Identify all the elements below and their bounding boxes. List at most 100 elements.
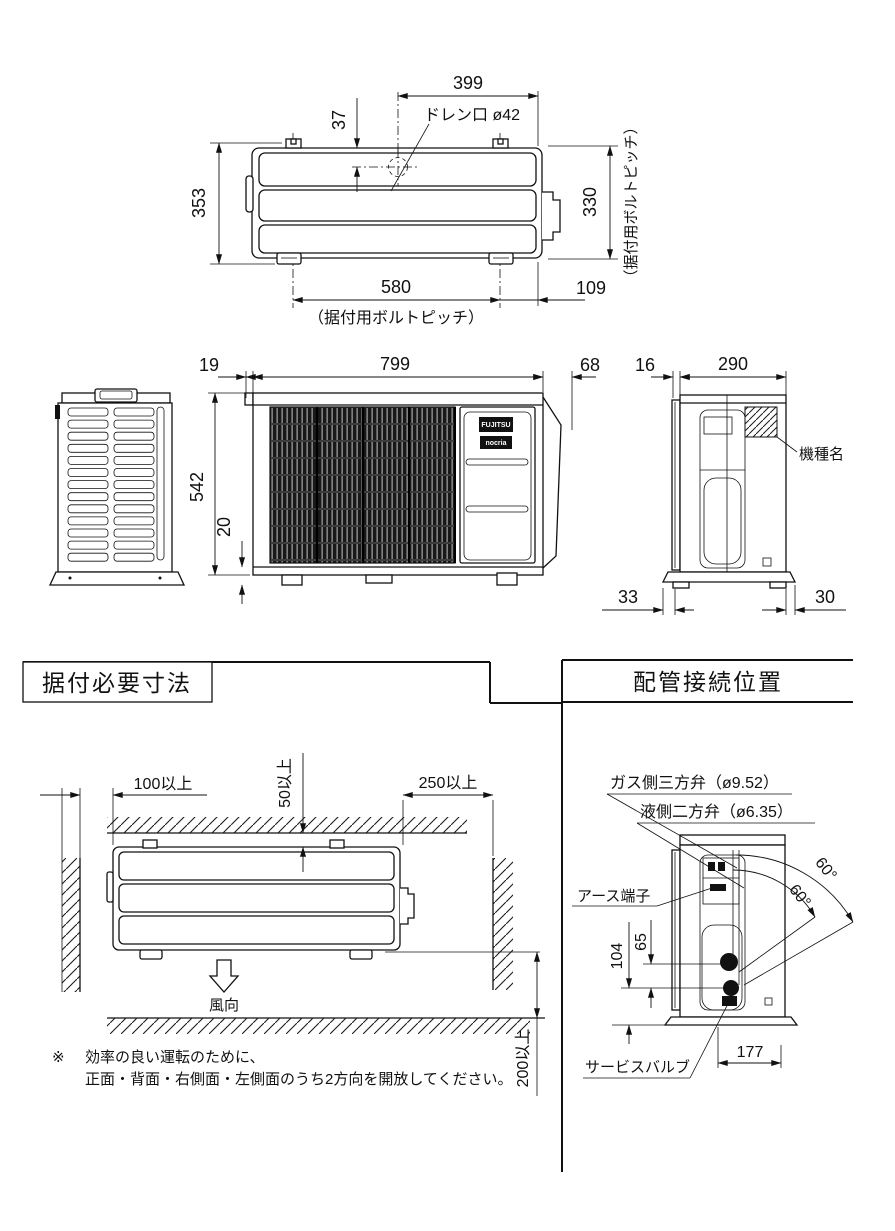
dim-250min: 250以上 — [419, 774, 478, 792]
dim-20: 20 — [214, 517, 234, 537]
side-view-right: 機種名 — [661, 394, 844, 589]
service-valve-label: サービスバルブ — [585, 1058, 690, 1076]
note-line2: 正面・背面・右側面・左側面のうち2方向を開放してください。 — [85, 1071, 512, 1088]
outer-swing-arc — [735, 854, 854, 923]
right-section-title: 配管接続位置 — [633, 669, 783, 695]
dim-30: 30 — [815, 587, 835, 607]
model-name-plate — [744, 406, 778, 438]
dim-104: 104 — [609, 943, 626, 970]
valve-recess — [703, 477, 742, 565]
front-view: FUJITSU nocria — [244, 392, 562, 586]
clearance-diagram: 風向 100以上 50以上 250以上 200以上 ※ 効率の良い運転のために、… — [40, 753, 545, 1096]
top-view-body — [245, 138, 561, 265]
earth-terminal-leader — [656, 887, 713, 907]
side-view-left — [48, 388, 186, 586]
brand-badge-bottom — [480, 436, 512, 449]
dim-799: 799 — [380, 354, 410, 374]
wind-direction: 風向 — [208, 959, 240, 1014]
base-plate — [48, 571, 186, 586]
section-headers: 据付必要寸法 配管接続位置 — [22, 659, 853, 1172]
drain-port — [352, 123, 430, 192]
drain-leader-line — [390, 123, 430, 192]
piping-unit-side-view — [663, 834, 799, 1026]
base-plate — [663, 1016, 799, 1026]
front-foot — [281, 574, 303, 586]
back-grille-edge — [671, 399, 681, 571]
bolt-pitch-note-right: （据付用ボルトピッチ） — [623, 119, 640, 284]
valve-cover-protrusion — [542, 191, 561, 241]
wall-top — [107, 817, 467, 833]
gas-valve-label: ガス側三方弁（ø9.52） — [610, 774, 779, 792]
foot — [276, 252, 302, 265]
terminal-cover — [703, 416, 733, 435]
handle-tab — [245, 175, 254, 213]
efficiency-note: ※ 効率の良い運転のために、 正面・背面・右側面・左側面のうち2方向を開放してく… — [52, 1049, 512, 1088]
terminal-block — [702, 857, 740, 905]
side-panel-edge — [542, 396, 562, 569]
foot — [769, 581, 787, 589]
valve-recess — [701, 924, 743, 1011]
dim-200min: 200以上 — [514, 1029, 532, 1088]
pipe-cover-recess — [699, 409, 746, 569]
gas-valve — [720, 953, 738, 971]
drain-fitting — [365, 574, 393, 584]
drain-label: ドレン口 ø42 — [424, 107, 520, 124]
top-view-dimensions: 399 37 353 330 （据付用ボルトピッチ） 580 （据付用ボルトピッ… — [189, 73, 640, 327]
piping-dimensions: 65 104 177 — [609, 920, 782, 1068]
louver-slots — [67, 407, 155, 562]
earth-terminal-label: アース端子 — [577, 888, 650, 905]
top-plan-view: ドレン口 ø42 399 37 353 330 （据付用ボルトピッチ） 580 … — [189, 73, 640, 327]
note-line1: 効率の良い運転のために、 — [85, 1049, 265, 1066]
model-name-label: 機種名 — [799, 446, 844, 463]
gas-valve-leader — [606, 793, 738, 869]
dim-177: 177 — [737, 1044, 764, 1061]
piping-labels: ガス側三方弁（ø9.52） 液側二方弁（ø6.35） アース端子 サービスバルブ — [572, 774, 815, 1079]
dim-399: 399 — [453, 73, 483, 93]
foot — [672, 581, 690, 589]
dim-16: 16 — [635, 355, 655, 375]
dim-580: 580 — [381, 277, 411, 297]
dim-50min: 50以上 — [276, 758, 294, 808]
clearance-unit-top-view — [106, 839, 415, 960]
liquid-valve-label: 液側二方弁（ø6.35） — [640, 803, 793, 821]
wall-bottom — [107, 1018, 530, 1034]
dim-60-outer: 60° — [811, 854, 839, 884]
service-valve-leader — [689, 991, 735, 1079]
base-plate — [661, 571, 797, 583]
dim-33: 33 — [618, 587, 638, 607]
dim-37: 37 — [329, 110, 349, 130]
brand-badge-top — [479, 417, 513, 432]
inner-swing-arc — [732, 869, 816, 918]
dim-109: 109 — [576, 278, 606, 298]
wind-label: 風向 — [209, 997, 239, 1014]
brand-top-label: FUJITSU — [481, 422, 510, 429]
note-mark: ※ — [52, 1049, 65, 1066]
dim-290: 290 — [718, 354, 748, 374]
grille-columns — [316, 407, 456, 563]
model-name-leader — [776, 436, 798, 453]
dim-330: 330 — [580, 187, 600, 217]
dim-60-inner: 60° — [785, 881, 813, 911]
front-foot — [496, 572, 518, 586]
dim-68: 68 — [580, 355, 600, 375]
middle-row-dimensions: 19 799 68 16 290 542 20 33 30 — [187, 354, 846, 615]
dim-100min: 100以上 — [134, 775, 193, 793]
dim-542: 542 — [187, 472, 207, 502]
left-section-title: 据付必要寸法 — [42, 670, 192, 696]
brand-bottom-label: nocria — [485, 440, 506, 447]
left-section-title-box — [22, 661, 213, 703]
side-clip — [55, 405, 60, 419]
wall-left — [62, 858, 80, 992]
dim-65: 65 — [633, 933, 650, 951]
liquid-valve-leader — [636, 822, 745, 889]
dim-353: 353 — [189, 188, 209, 218]
bolt-pitch-note-bottom: （据付用ボルトピッチ） — [308, 309, 484, 327]
clearance-dimensions: 100以上 50以上 250以上 200以上 — [40, 753, 541, 1096]
wind-arrow — [208, 959, 240, 993]
dim-19: 19 — [199, 355, 219, 375]
wall-right — [493, 858, 513, 990]
piping-diagram: ガス側三方弁（ø9.52） 液側二方弁（ø6.35） アース端子 サービスバルブ… — [572, 774, 854, 1079]
back-grille-edge — [671, 849, 681, 1011]
